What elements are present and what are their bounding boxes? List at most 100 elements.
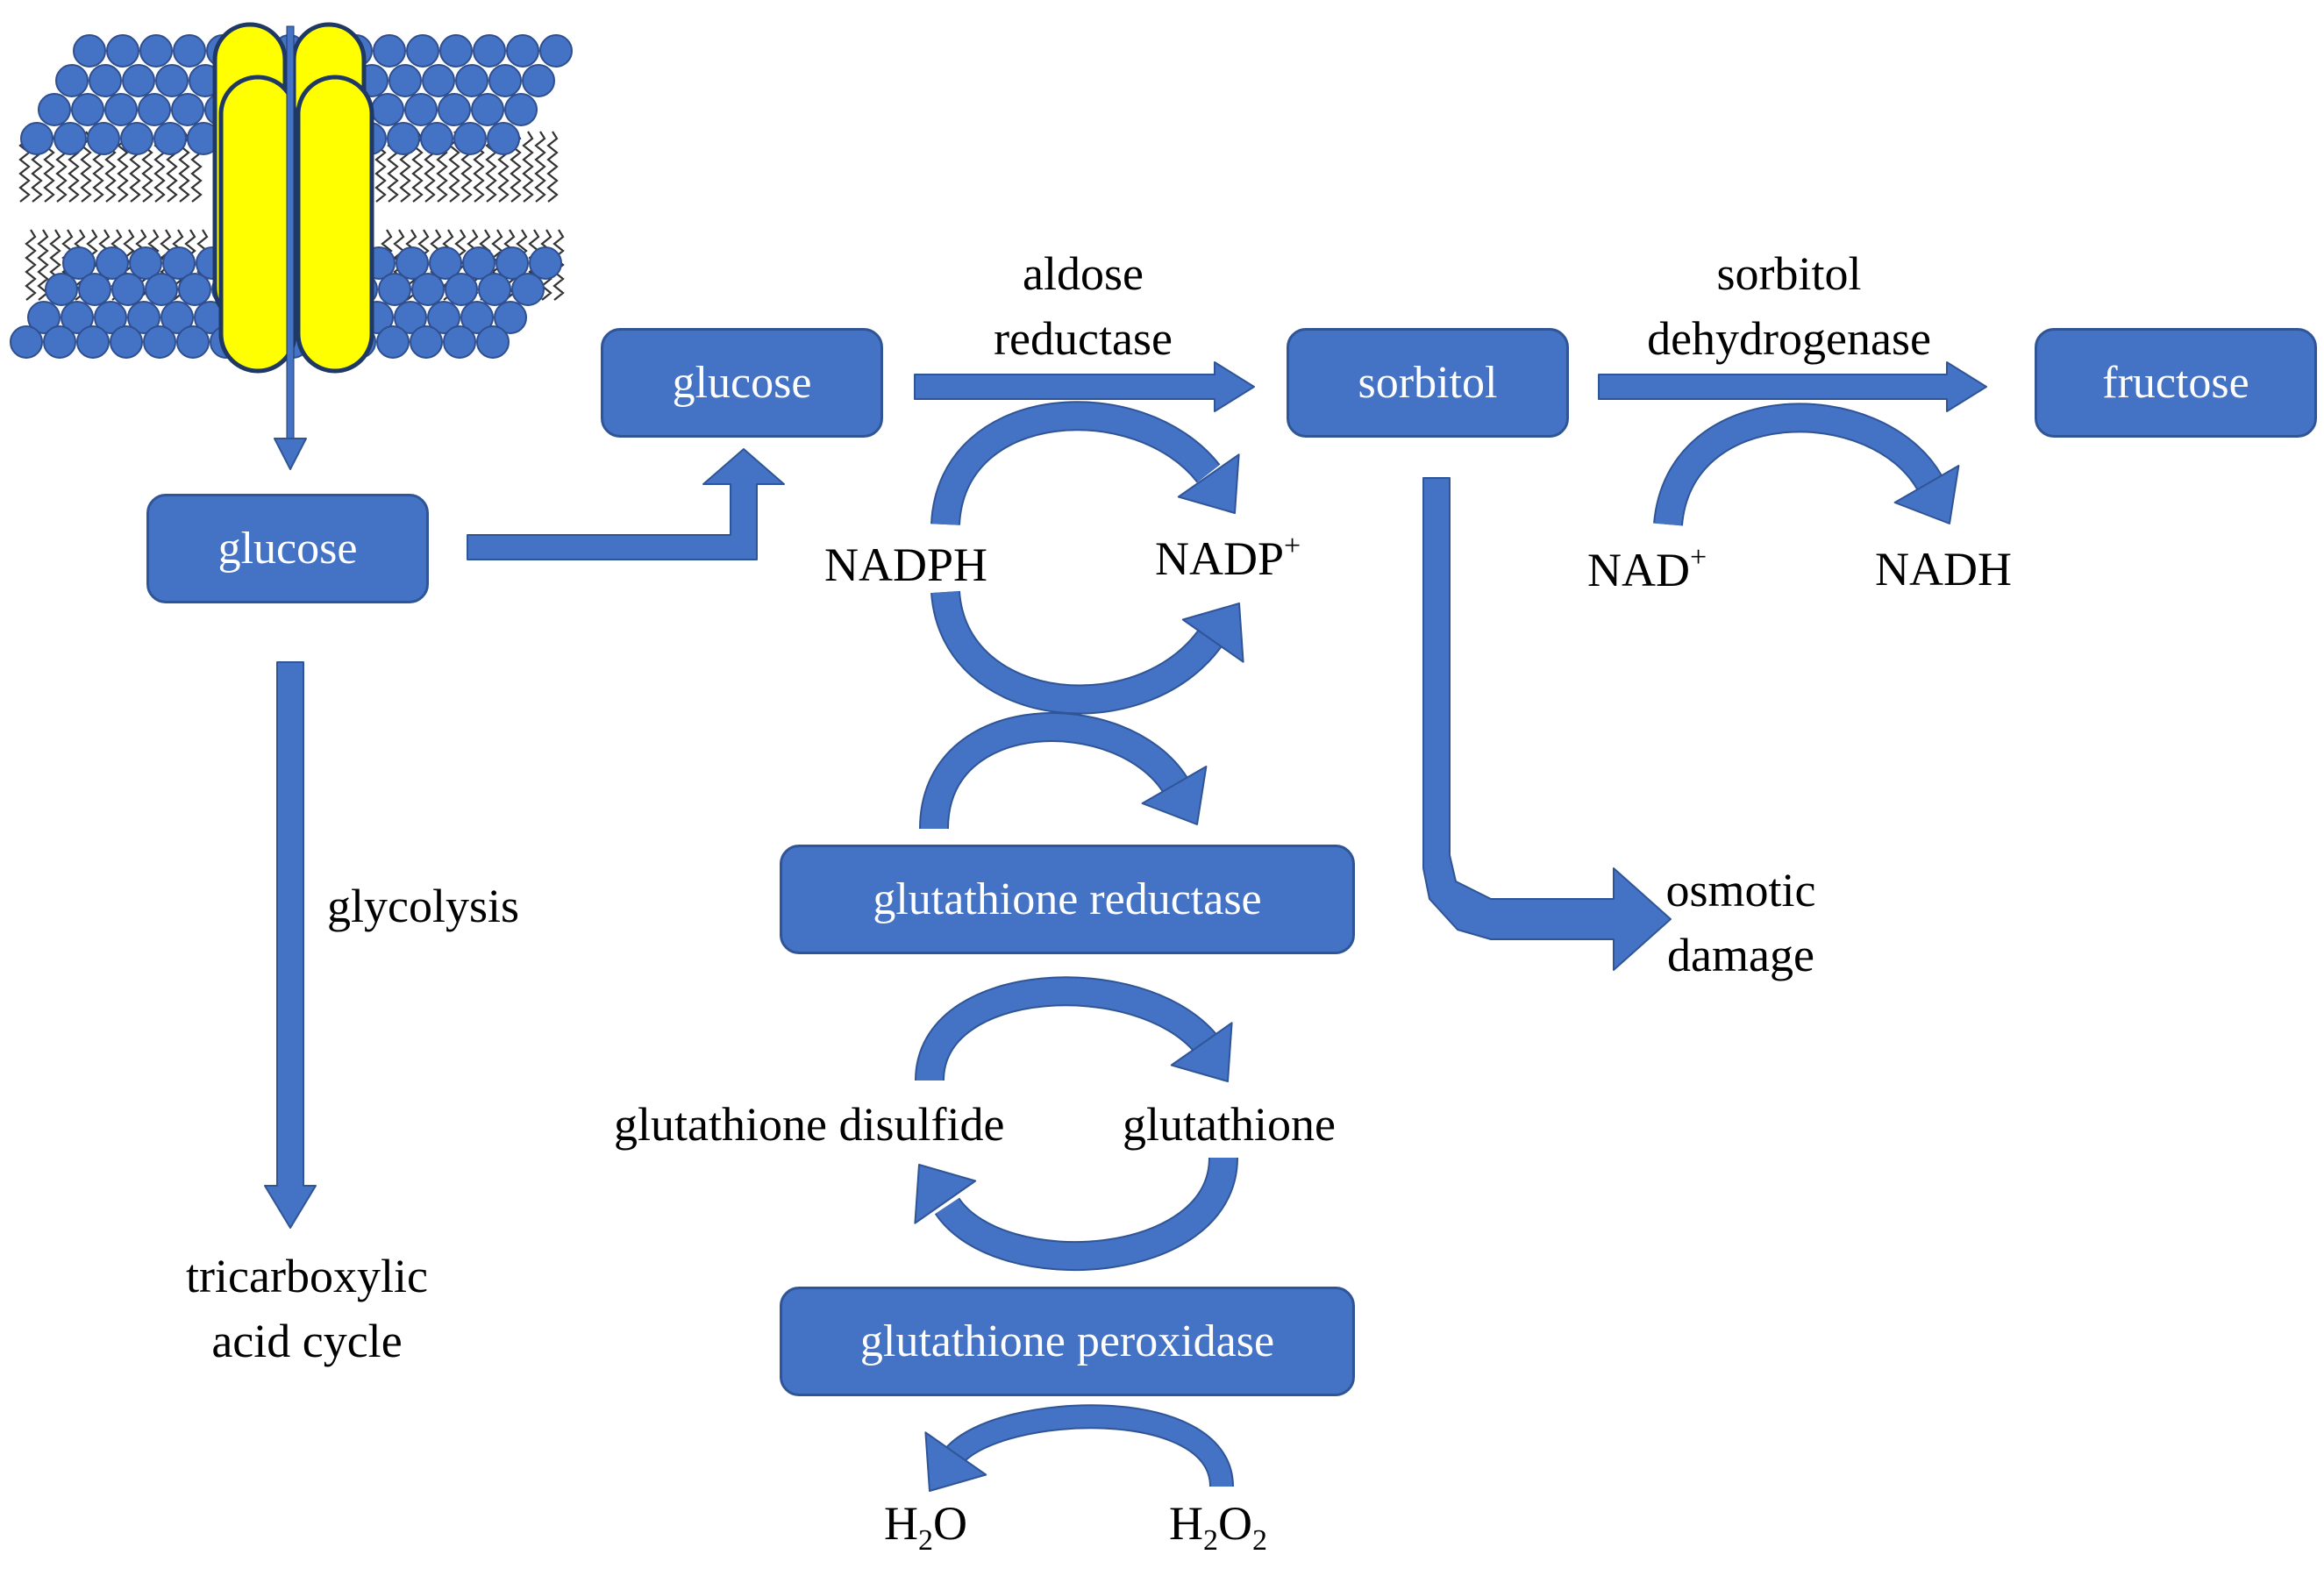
channel-front-right: [296, 75, 374, 374]
lipid-head: [20, 122, 53, 155]
lipid-head: [420, 122, 453, 155]
lipid-head: [155, 64, 189, 97]
lipid-head: [73, 34, 106, 68]
curve-gssg-to-gsh-head: [1170, 1022, 1233, 1082]
lipid-head: [394, 301, 427, 334]
transport-arrow-head: [274, 438, 307, 470]
lipid-head: [410, 325, 443, 359]
lipid-head: [153, 122, 187, 155]
sorbitol-box: sorbitol: [1287, 328, 1569, 438]
lipid-head: [445, 273, 478, 306]
h2o2-label: H2O2: [1169, 1491, 1267, 1556]
lipid-head: [429, 246, 462, 280]
arrow-sorbitol-to-osmotic-damage: [1422, 477, 1672, 971]
nad-charge: +: [1690, 541, 1707, 574]
tca-line-2: acid cycle: [211, 1315, 403, 1367]
lipid-head: [529, 246, 562, 280]
lipid-head: [427, 301, 460, 334]
lipid-head: [487, 122, 520, 155]
curve-over-glutathione-reductase: [919, 712, 1208, 830]
h2o2-h: H: [1169, 1497, 1203, 1550]
curve-gsh-to-gssg-head: [914, 1164, 977, 1224]
lipid-head: [404, 93, 438, 126]
h2o-h: H: [884, 1497, 918, 1550]
lipid-head: [178, 273, 211, 306]
nad-plus-label: NAD+: [1587, 538, 1707, 603]
lipid-head: [96, 246, 129, 280]
aldose-reductase-line-2: reductase: [994, 312, 1173, 365]
h2o-o: O: [933, 1497, 967, 1550]
arrow-sorbitol-to-fructose: [1598, 361, 1987, 412]
aldose-reductase-label: aldose reductase: [930, 241, 1237, 371]
lipid-head: [55, 64, 89, 97]
osmotic-damage-line-2: damage: [1667, 929, 1814, 981]
glutathione-reductase-box: glutathione reductase: [780, 845, 1355, 954]
glucose-box: glucose: [601, 328, 883, 438]
nad-text: NAD: [1587, 544, 1690, 596]
lipid-head: [460, 301, 494, 334]
lipid-head: [522, 64, 555, 97]
lipid-head: [53, 122, 87, 155]
lipid-head: [462, 246, 495, 280]
membrane-transporter-icon: [10, 22, 573, 374]
lipid-head: [143, 325, 176, 359]
lipid-head: [38, 93, 71, 126]
lipid-head: [443, 325, 476, 359]
lipid-head: [171, 93, 204, 126]
lipid-head: [78, 273, 111, 306]
arrow-glucose-to-sorbitol: [914, 361, 1255, 412]
tca-cycle-label: tricarboxylic acid cycle: [127, 1244, 487, 1373]
lipid-head: [494, 301, 527, 334]
lipid-head: [89, 64, 122, 97]
lipid-head: [476, 325, 510, 359]
lipid-head: [471, 93, 504, 126]
glutathione-peroxidase-box: glutathione peroxidase: [780, 1287, 1355, 1396]
lipid-head: [76, 325, 110, 359]
lipid-head: [387, 122, 420, 155]
lipid-head: [422, 64, 455, 97]
curve-nadph-to-nadp-upper: [930, 401, 1240, 526]
lipid-head: [62, 246, 96, 280]
lipid-head: [139, 34, 173, 68]
curve-nadph-to-nadp-lower: [930, 590, 1244, 715]
h2o-sub: 2: [918, 1524, 933, 1557]
lipid-head: [122, 64, 155, 97]
lipid-head: [138, 93, 171, 126]
lipid-head: [87, 122, 120, 155]
lipid-head: [45, 273, 78, 306]
h2o2-sub-1: 2: [1203, 1524, 1218, 1557]
lipid-head: [27, 301, 61, 334]
arrows-layer: [264, 25, 1987, 1492]
lipid-head: [478, 273, 511, 306]
curve-nadph-to-nadp-lower-shaft: [932, 590, 1226, 713]
transport-arrow-shaft: [286, 25, 295, 439]
curve-gsh-to-gssg: [914, 1156, 1238, 1272]
lipid-head: [162, 246, 196, 280]
glutathione-disulfide-label: glutathione disulfide: [614, 1098, 1005, 1151]
glycolysis-arrow: [264, 661, 317, 1229]
sorbitol-dehydrogenase-line-1: sorbitol: [1716, 247, 1862, 300]
curve-gssg-to-gsh-shaft: [916, 978, 1216, 1082]
lipid-head: [406, 34, 439, 68]
lipid-head: [110, 325, 143, 359]
lipid-head: [495, 246, 529, 280]
curve-nad-to-nadh: [1653, 403, 1960, 527]
curve-nad-to-nadh-head: [1893, 465, 1960, 524]
lipid-head: [378, 273, 411, 306]
lipid-head: [173, 34, 206, 68]
lipid-head: [104, 93, 138, 126]
lipid-head: [539, 34, 573, 68]
elbow-arrow-glucose: [467, 448, 785, 560]
lipid-head: [106, 34, 139, 68]
lipid-head: [43, 325, 76, 359]
h2o-label: H2O: [884, 1491, 967, 1556]
glycolysis-label: glycolysis: [327, 880, 520, 932]
lipid-head: [71, 93, 104, 126]
curve-over-glutathione-reductase-head: [1141, 766, 1208, 825]
lipid-head: [160, 301, 194, 334]
lipid-head: [455, 64, 488, 97]
curve-over-glutathione-reductase-shaft: [921, 714, 1187, 830]
lipid-head: [411, 273, 445, 306]
